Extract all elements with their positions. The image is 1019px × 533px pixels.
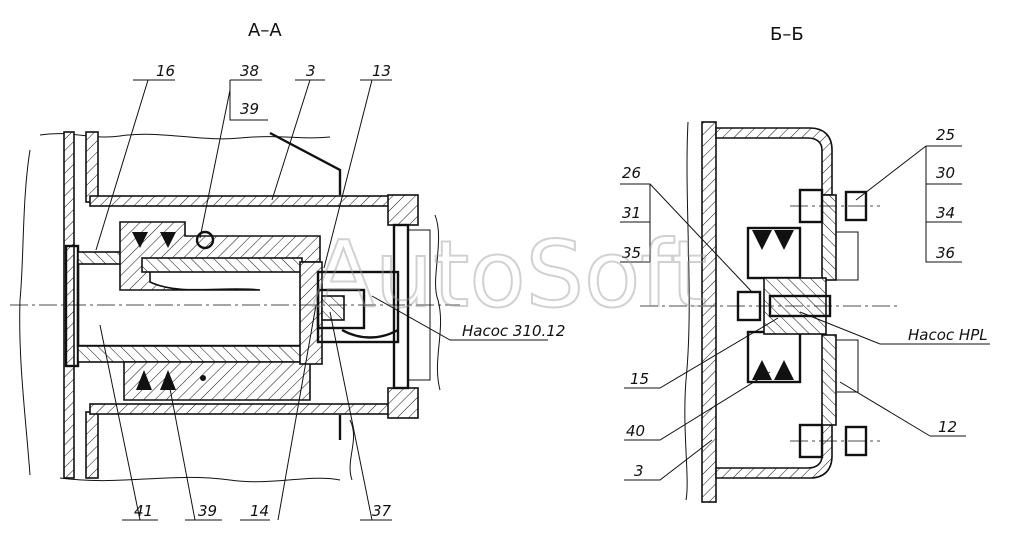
bracket-top bbox=[835, 231, 859, 281]
label-31: 31 bbox=[622, 204, 641, 222]
cover-top bbox=[715, 127, 833, 196]
seal-b-top bbox=[752, 230, 794, 250]
cover-side-top bbox=[821, 194, 837, 281]
leader-15 bbox=[624, 317, 779, 389]
section-b-b: Б–Б 25 30 bbox=[620, 24, 990, 503]
break-line-left bbox=[19, 149, 31, 476]
wall-plate-lower bbox=[85, 411, 99, 479]
leader-3-b bbox=[624, 439, 713, 481]
flange-top bbox=[387, 194, 419, 226]
label-14: 14 bbox=[250, 502, 269, 520]
label-15: 15 bbox=[630, 370, 649, 388]
bolt-head bbox=[321, 295, 345, 321]
label-30: 30 bbox=[936, 164, 955, 182]
label-13: 13 bbox=[372, 62, 391, 80]
housing-bottom-wall bbox=[89, 403, 391, 415]
label-pump-hpl: Насос HPL bbox=[908, 326, 988, 344]
gear-hub-bottom bbox=[123, 361, 311, 401]
label-36: 36 bbox=[936, 244, 955, 262]
leader-13 bbox=[323, 79, 392, 269]
shaft-sleeve-bottom bbox=[77, 345, 319, 363]
leader-14 bbox=[240, 304, 317, 521]
main-shaft bbox=[76, 260, 320, 348]
label-16: 16 bbox=[156, 62, 175, 80]
break-line-b-left bbox=[684, 121, 690, 501]
flange-bottom bbox=[387, 387, 419, 419]
housing-bevel bbox=[269, 131, 342, 195]
leader-38-39 bbox=[199, 79, 268, 239]
label-39-top: 39 bbox=[240, 100, 259, 118]
leader-12 bbox=[839, 381, 966, 437]
leader-3 bbox=[271, 79, 325, 201]
bracket-bottom bbox=[835, 339, 859, 393]
key-shaft bbox=[141, 257, 303, 273]
label-34: 34 bbox=[936, 204, 955, 222]
label-35: 35 bbox=[622, 244, 641, 262]
leader-16 bbox=[95, 79, 175, 251]
leader-pump-310 bbox=[371, 295, 548, 341]
coupling-bore bbox=[316, 288, 366, 330]
cover-bottom bbox=[715, 419, 833, 479]
watermark-text: AutoSoft bbox=[312, 221, 707, 328]
housing-top-wall bbox=[89, 195, 391, 207]
label-3: 3 bbox=[306, 62, 316, 80]
leader-39-bottom bbox=[167, 377, 222, 521]
label-25: 25 bbox=[936, 126, 955, 144]
grease-fitting-top bbox=[195, 230, 215, 250]
leader-40 bbox=[624, 371, 771, 441]
seal-ring-bottom bbox=[136, 370, 176, 390]
label-40: 40 bbox=[626, 422, 645, 440]
break-line-right bbox=[434, 214, 442, 391]
section-a-a: А–А bbox=[10, 20, 565, 521]
cover-side-bottom bbox=[821, 334, 837, 426]
label-41: 41 bbox=[134, 502, 153, 520]
label-3-b: 3 bbox=[634, 462, 644, 480]
leader-41 bbox=[99, 324, 158, 521]
label-39-bottom: 39 bbox=[198, 502, 217, 520]
coupling-curve bbox=[341, 328, 399, 339]
label-26: 26 bbox=[622, 164, 641, 182]
leader-35 bbox=[620, 222, 651, 263]
seal-b-bottom bbox=[752, 360, 794, 380]
break-line-top bbox=[39, 133, 331, 140]
label-pump-310: Насос 310.12 bbox=[462, 322, 565, 340]
section-b-title: Б–Б bbox=[770, 24, 804, 45]
leader-pump-hpl bbox=[799, 311, 990, 345]
label-12: 12 bbox=[938, 418, 957, 436]
break-line-bottom bbox=[59, 476, 341, 483]
gear-hub-top bbox=[119, 221, 321, 291]
seal-ring-top bbox=[132, 232, 176, 248]
label-37: 37 bbox=[372, 502, 392, 520]
wall-plate-upper bbox=[85, 131, 99, 203]
section-a-title: А–А bbox=[248, 20, 282, 41]
break-line-bottom-right bbox=[349, 419, 354, 481]
leader-37 bbox=[329, 311, 392, 521]
leader-25-36 bbox=[855, 145, 962, 263]
fitting-dot-bottom bbox=[200, 375, 206, 381]
label-38: 38 bbox=[240, 62, 259, 80]
